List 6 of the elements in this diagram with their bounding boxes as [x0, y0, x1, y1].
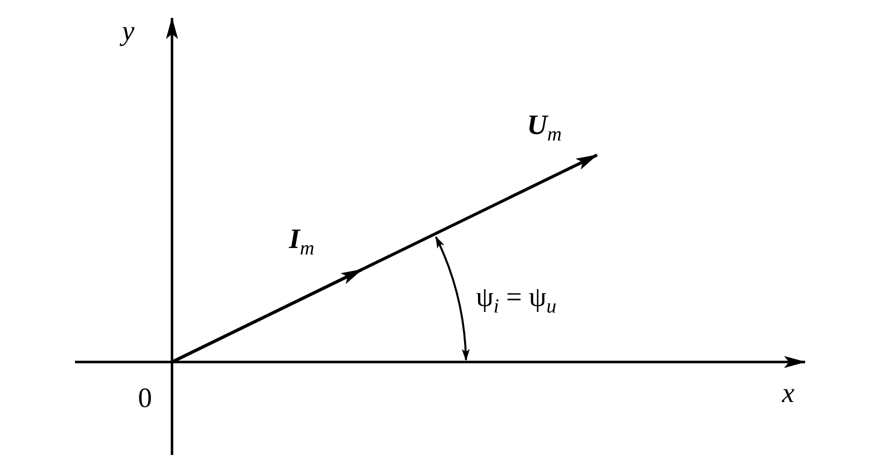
phasor-label: I$_{m}$: [289, 226, 314, 259]
axis-label: y: [122, 18, 134, 46]
axis-label: x: [782, 380, 794, 408]
origin-label: 0: [138, 385, 152, 413]
angle-label: ψ$_{i}$ = ψ$_{u}$: [476, 284, 556, 317]
phasor-label: U$_{m}$: [527, 112, 562, 145]
